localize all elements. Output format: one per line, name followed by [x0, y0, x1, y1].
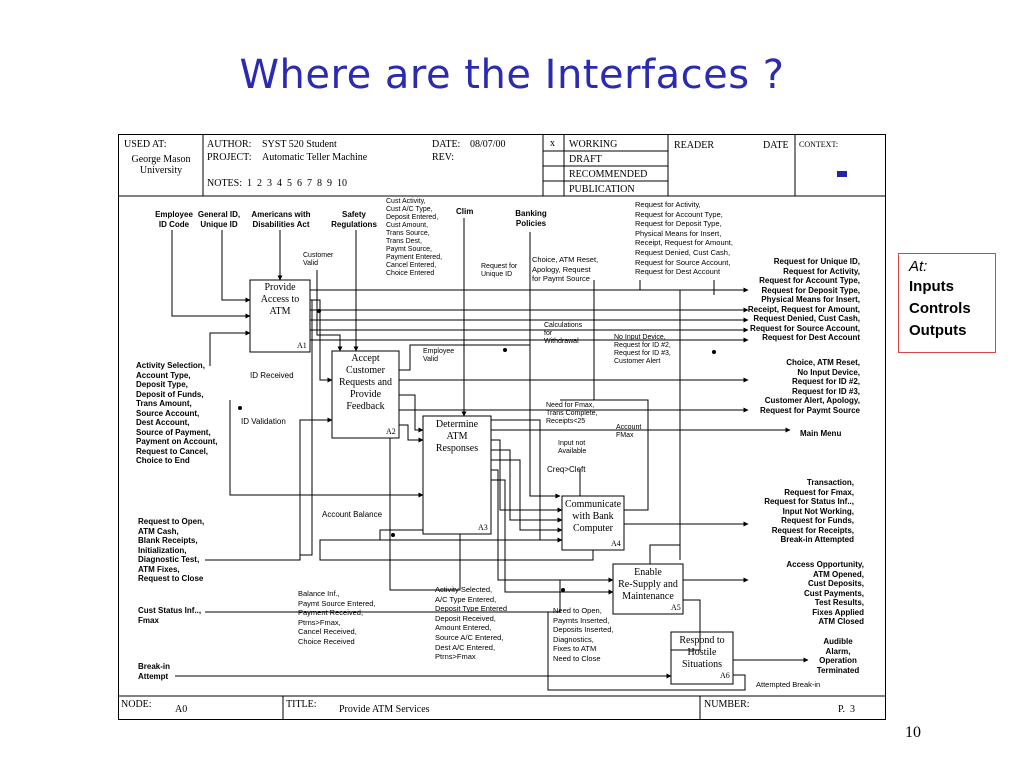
output-unique-id: Request for Unique ID, Request for Activ… [747, 257, 860, 342]
label-balance-inf: Balance Inf., Paymt Source Entered, Paym… [298, 589, 376, 646]
context-marker [837, 171, 847, 177]
control-safety: Safety Regulations [331, 210, 377, 229]
label-input-not-available: Input not Available [558, 440, 587, 455]
date-label: DATE: [432, 139, 461, 150]
node-label: NODE: [121, 699, 152, 710]
input-break-in: Break-in Attempt [138, 662, 171, 681]
label-request-activity: Request for Activity, Request for Accoun… [635, 200, 733, 277]
working-check: x [550, 138, 555, 149]
output-alarm: Audible Alarm, Operation Terminated [816, 637, 860, 675]
label-account-fmax: Account FMax [616, 424, 642, 439]
status-working: WORKING [569, 139, 618, 150]
label-no-input-device: No Input Device, Request for ID #2, Requ… [614, 334, 671, 365]
legend-heading: At: [909, 258, 928, 275]
label-need-for-fmax: Need for Fmax, Trans Complete, Receipts<… [546, 402, 598, 425]
box-id-a6: A6 [720, 671, 730, 680]
number-label: NUMBER: [704, 699, 750, 710]
status-recommended: RECOMMENDED [569, 169, 648, 180]
notes: NOTES: 1 2 3 4 5 6 7 8 9 10 [207, 178, 347, 189]
label-choice-reset: Choice, ATM Reset, Apology, Request for … [532, 255, 599, 284]
box-label-a2: Accept Customer Requests and Provide Fee… [338, 353, 393, 412]
box-label-a4: Communicate with Bank Computer [564, 499, 622, 534]
box-id-a4: A4 [611, 539, 621, 548]
box-label-a5: Enable Re-Supply and Maintenance [618, 567, 678, 602]
slide-number: 10 [905, 724, 921, 741]
status-publication: PUBLICATION [569, 184, 635, 195]
reader-label: READER [674, 140, 714, 151]
box-label-a3: Determine ATM Responses [435, 419, 479, 454]
reader-date-label: DATE [763, 140, 789, 151]
author-value: SYST 520 Student [262, 139, 337, 150]
label-id-validation: ID Validation [241, 417, 286, 426]
label-employee-valid: Employee Valid [423, 348, 455, 363]
output-choice: Choice, ATM Reset, No Input Device, Requ… [759, 358, 860, 415]
label-need-to-open: Need to Open, Paymts Inserted, Deposits … [553, 606, 614, 663]
input-request-to-open: Request to Open, ATM Cash, Blank Receipt… [138, 517, 205, 583]
project-value: Automatic Teller Machine [262, 152, 368, 163]
control-ada: Americans with Disabilities Act [251, 210, 311, 229]
number-value: P. 3 [838, 704, 855, 715]
label-request-unique-id: Request for Unique ID [481, 263, 518, 278]
title-label: TITLE: [286, 699, 317, 710]
used-at-label: USED AT: [124, 139, 167, 150]
legend-box: At: Inputs Controls Outputs [898, 253, 996, 353]
box-id-a5: A5 [671, 603, 681, 612]
context-label: CONTEXT: [799, 140, 839, 149]
box-label-a6: Respond to Hostile Situations [679, 635, 725, 670]
author-label: AUTHOR: [207, 139, 252, 150]
label-cust-activity: Cust Activity, Cust A/C Type, Deposit En… [386, 198, 443, 277]
title-value: Provide ATM Services [339, 704, 430, 715]
box-id-a3: A3 [478, 523, 488, 532]
slide-title: Where are the Interfaces ? [239, 52, 785, 98]
organization: George Mason University [131, 154, 191, 176]
label-id-received: ID Received [250, 371, 294, 380]
output-main-menu: Main Menu [800, 429, 842, 438]
legend-inputs: Inputs [909, 278, 954, 295]
project-label: PROJECT: [207, 152, 252, 163]
box-id-a2: A2 [386, 427, 396, 436]
label-customer-valid: Customer Valid [303, 252, 334, 267]
output-transaction: Transaction, Request for Fmax, Request f… [764, 478, 854, 544]
input-cust-status: Cust Status Inf.., Fmax [138, 606, 202, 625]
label-calculations: Calculations for Withdrawal [544, 322, 583, 345]
label-activity-selected: Activity Selected, A/C Type Entered, Dep… [435, 585, 507, 662]
box-label-a1: Provide Access to ATM [260, 282, 300, 317]
node-value: A0 [175, 704, 188, 715]
rev-label: REV: [432, 152, 455, 163]
label-creq-cleft: Creq>Cleft [547, 465, 586, 474]
box-id-a1: A1 [297, 341, 307, 350]
idef0-frame [118, 134, 886, 720]
legend-controls: Controls [909, 300, 971, 317]
status-draft: DRAFT [569, 154, 602, 165]
input-activity-selection: Activity Selection, Account Type, Deposi… [136, 361, 218, 465]
output-access: Access Opportunity, ATM Opened, Cust Dep… [786, 560, 864, 626]
label-attempted-break-in: Attempted Break-in [756, 680, 821, 689]
control-clim: Clim [456, 207, 474, 216]
control-employee-id: Employee ID Code [155, 210, 193, 229]
legend-outputs: Outputs [909, 322, 967, 339]
control-banking: Banking Policies [515, 209, 547, 228]
label-account-balance: Account Balance [322, 510, 383, 519]
date-value: 08/07/00 [470, 139, 506, 150]
control-general-id: General ID, Unique ID [197, 210, 241, 229]
